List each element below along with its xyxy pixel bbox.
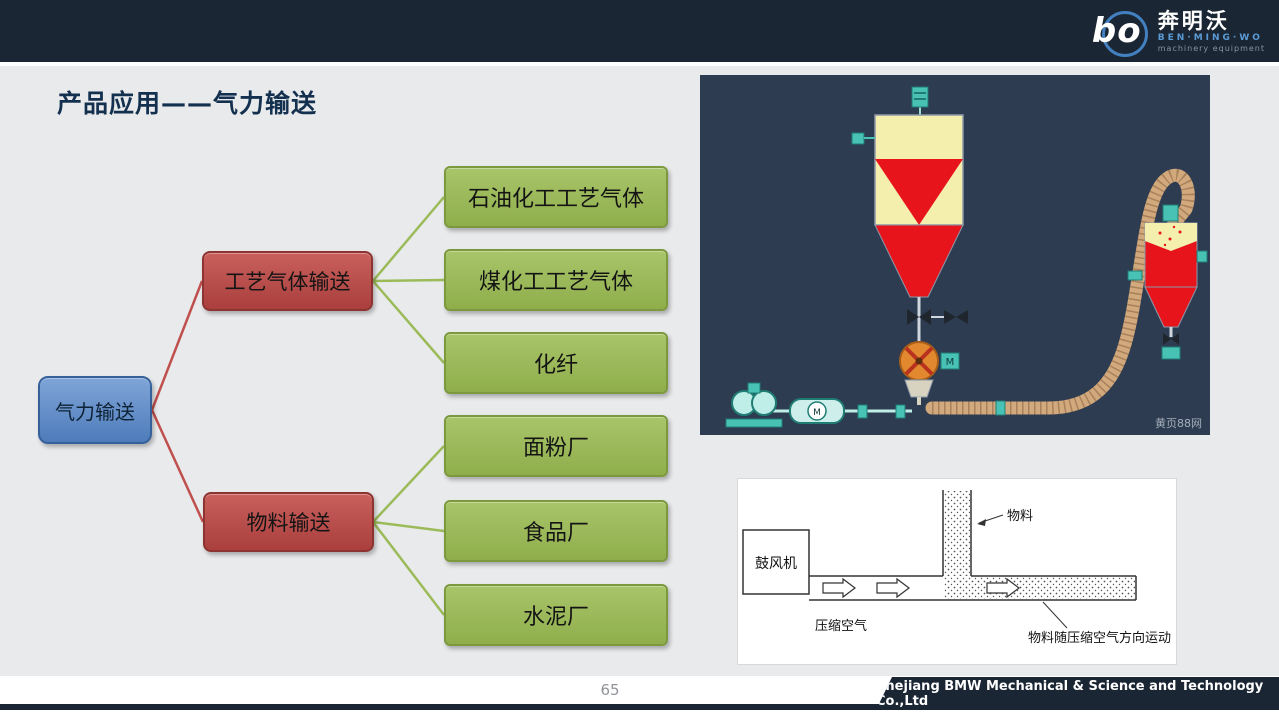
blower-base xyxy=(725,418,783,428)
tree-node-label: 面粉厂 xyxy=(522,436,589,461)
tree-node-label: 石油化工工艺气体 xyxy=(467,187,644,212)
tree-leaf-petrochemical-process-gas: 石油化工工艺气体 xyxy=(444,166,668,228)
tree-node-label: 气力输送 xyxy=(55,399,135,424)
compressed-air-label: 压缩空气 xyxy=(815,618,867,634)
page-title: 产品应用——气力输送 xyxy=(57,89,318,118)
company-logo: bo 奔明沃 BEN·MING·WO machinery equipment xyxy=(1088,7,1265,57)
tree-node-process-gas-conveying: 工艺气体输送 xyxy=(202,251,373,311)
blower-label: 鼓风机 xyxy=(755,556,797,572)
tree-leaf-flour-mill: 面粉厂 xyxy=(444,415,668,477)
pipe-flange xyxy=(1127,270,1143,281)
material-in-duct xyxy=(944,577,1135,599)
receiver-cone xyxy=(1144,286,1198,328)
tree-node-label: 水泥厂 xyxy=(522,605,589,630)
tree-node-material-conveying: 物料输送 xyxy=(203,492,374,552)
logo-name-cn: 奔明沃 xyxy=(1157,9,1230,34)
material-label: 物料 xyxy=(1007,509,1033,524)
tree-node-label: 物料输送 xyxy=(246,511,331,535)
blower-lobe xyxy=(751,390,777,416)
tree-leaf-cement-plant: 水泥厂 xyxy=(444,584,668,646)
page-number: 65 xyxy=(600,681,620,699)
silo-cone xyxy=(874,224,964,298)
vessel-motor-label: M xyxy=(813,408,821,418)
conveying-schematic: 鼓风机 物料 压缩空气 物料随压缩空气方向运动 xyxy=(737,478,1177,665)
tree-node-label: 化纤 xyxy=(533,353,578,378)
tree-leaf-coal-chemical-process-gas: 煤化工工艺气体 xyxy=(444,249,668,311)
logo-name-en: BEN·MING·WO xyxy=(1157,33,1263,44)
logo-icon: bo xyxy=(1088,7,1148,57)
level-sensor xyxy=(851,132,865,145)
pipe-flange xyxy=(995,400,1006,416)
tree-leaf-chemical-fiber: 化纤 xyxy=(444,332,668,394)
feeder-motor xyxy=(940,352,960,370)
logo-text-block: 奔明沃 BEN·MING·WO machinery equipment xyxy=(1158,9,1265,53)
hopper-vent xyxy=(1162,204,1179,222)
motor-label: M xyxy=(946,357,955,368)
tree-leaf-food-factory: 食品厂 xyxy=(444,500,668,562)
pneumatic-system-photo: M M 黄页88网 xyxy=(700,75,1210,435)
tree-node-pneumatic-conveying: 气力输送 xyxy=(38,376,152,444)
logo-symbol: bo xyxy=(1091,11,1142,51)
flow-note-label: 物料随压缩空气方向运动 xyxy=(1028,630,1171,646)
silo-vent xyxy=(911,86,929,108)
header-bar: bo 奔明沃 BEN·MING·WO machinery equipment xyxy=(0,0,1279,62)
logo-tagline: machinery equipment xyxy=(1157,43,1265,53)
tree-node-label: 工艺气体输送 xyxy=(224,270,351,294)
company-name: Zhejiang BMW Mechanical & Science and Te… xyxy=(876,678,1264,709)
footer-accent-line xyxy=(0,704,1279,710)
air-flow-arrows xyxy=(822,577,1020,599)
photo-watermark: 黄页88网 xyxy=(1155,416,1202,430)
tree-node-label: 煤化工工艺气体 xyxy=(478,270,633,295)
footer-company-bar: Zhejiang BMW Mechanical & Science and Te… xyxy=(876,677,1279,710)
blower-box xyxy=(742,529,810,595)
material-column xyxy=(944,491,970,576)
tree-node-label: 食品厂 xyxy=(522,521,589,546)
